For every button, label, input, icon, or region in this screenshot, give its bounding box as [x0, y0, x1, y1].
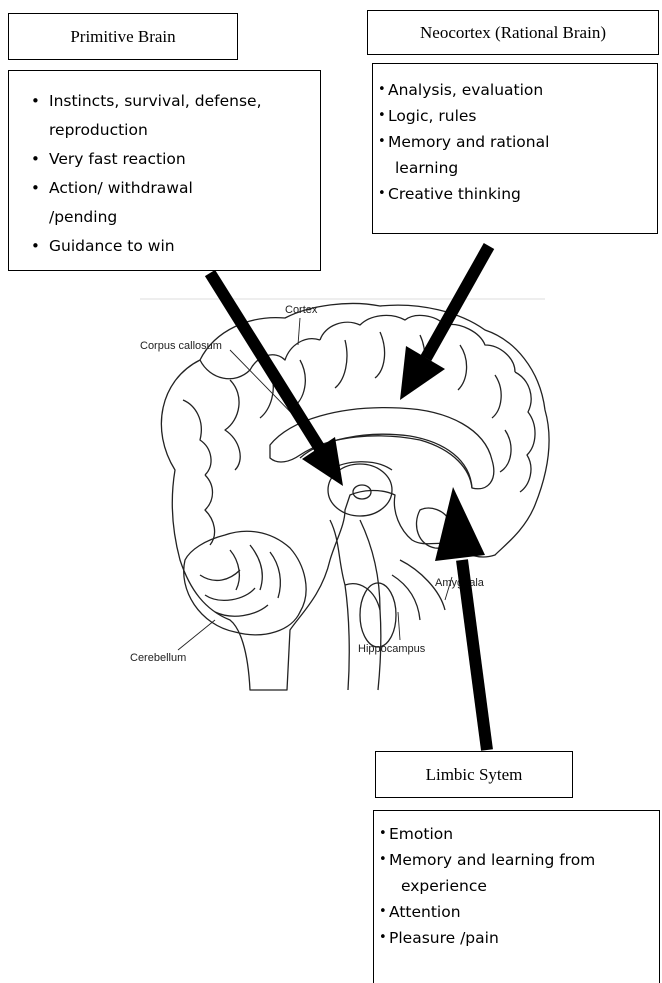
- limbic-system-list-box: Emotion Memory and learning fromexperien…: [373, 810, 660, 983]
- arrow-neocortex: [400, 246, 489, 400]
- arrow-primitive: [210, 273, 343, 486]
- label-cortex: Cortex: [285, 304, 318, 316]
- primitive-brain-list: Instincts, survival, defense,reproductio…: [9, 87, 320, 261]
- list-item: Logic, rules: [373, 103, 657, 129]
- primitive-brain-title-box: Primitive Brain: [8, 13, 238, 60]
- list-item: Instincts, survival, defense,reproductio…: [9, 87, 320, 145]
- list-item: Guidance to win: [9, 232, 320, 261]
- list-item: Action/ withdrawal/pending: [9, 174, 320, 232]
- primitive-brain-title: Primitive Brain: [70, 27, 175, 47]
- primitive-brain-list-box: Instincts, survival, defense,reproductio…: [8, 70, 321, 271]
- list-item: Attention: [374, 899, 659, 925]
- label-hippocampus: Hippocampus: [358, 643, 426, 655]
- list-item: Analysis, evaluation: [373, 77, 657, 103]
- list-item: Creative thinking: [373, 181, 657, 207]
- limbic-system-title-box: Limbic Sytem: [375, 751, 573, 798]
- limbic-system-title: Limbic Sytem: [426, 765, 523, 785]
- neocortex-title: Neocortex (Rational Brain): [420, 23, 606, 43]
- list-item: Pleasure /pain: [374, 925, 659, 951]
- brain-illustration: [161, 303, 549, 690]
- limbic-system-list: Emotion Memory and learning fromexperien…: [374, 821, 659, 951]
- neocortex-title-box: Neocortex (Rational Brain): [367, 10, 659, 55]
- arrow-limbic: [435, 487, 487, 750]
- list-item: Very fast reaction: [9, 145, 320, 174]
- neocortex-list: Analysis, evaluation Logic, rules Memory…: [373, 77, 657, 207]
- label-corpus-callosum: Corpus callosum: [140, 340, 222, 352]
- neocortex-list-box: Analysis, evaluation Logic, rules Memory…: [372, 63, 658, 234]
- label-cerebellum: Cerebellum: [130, 652, 186, 664]
- list-item: Emotion: [374, 821, 659, 847]
